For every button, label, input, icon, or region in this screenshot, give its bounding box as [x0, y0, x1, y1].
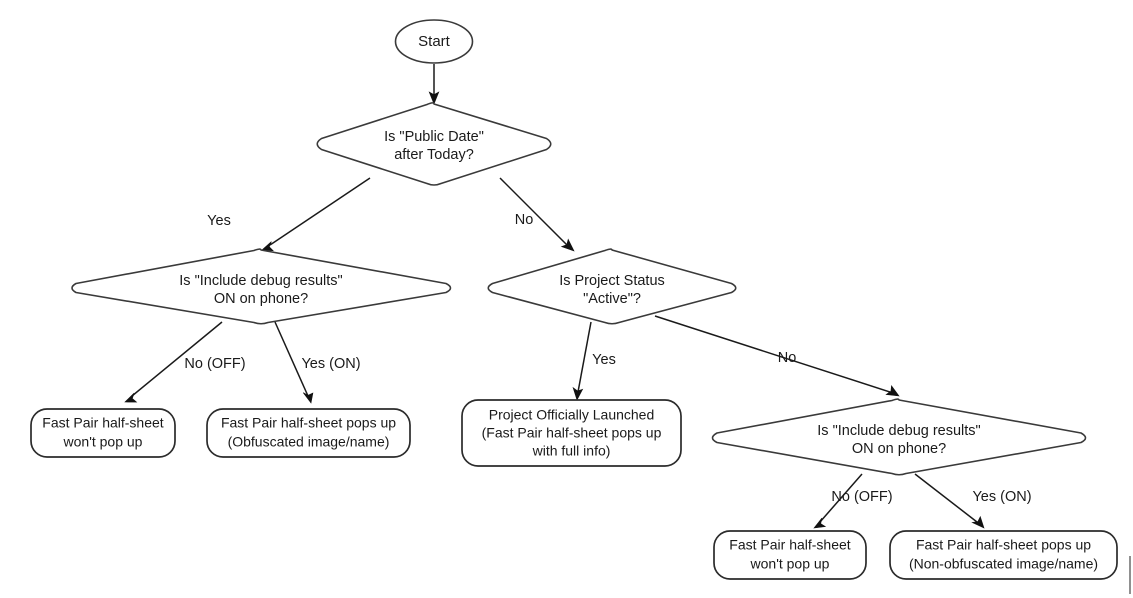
outcome-launched-line3: with full info)	[532, 443, 611, 459]
decision-debug-left-line2: ON on phone?	[214, 291, 308, 307]
edge-label-debug-right-yes: Yes (ON)	[972, 489, 1031, 505]
outcome-left-on-line2: (Obfuscated image/name)	[228, 434, 390, 450]
edge-label-project-status-yes: Yes	[592, 352, 616, 368]
edge-label-public-date-yes: Yes	[207, 213, 231, 229]
decision-public-date-line2: after Today?	[394, 147, 474, 163]
decision-project-status-line2: "Active"?	[583, 291, 641, 307]
node-outcome-launched[interactable]: Project Officially Launched (Fast Pair h…	[461, 399, 682, 467]
decision-project-status-line1: Is Project Status	[559, 273, 665, 289]
edge-label-debug-left-no: No (OFF)	[184, 356, 245, 372]
outcome-right-on-line2: (Non-obfuscated image/name)	[909, 556, 1098, 572]
decision-project-status-shape	[487, 248, 737, 325]
edge-label-debug-left-yes: Yes (ON)	[301, 356, 360, 372]
node-decision-project-status[interactable]: Is Project Status "Active"?	[487, 248, 737, 325]
edge-start-to-public-date	[428, 64, 440, 105]
outcome-launched-shape	[461, 399, 682, 467]
node-outcome-left-off[interactable]: Fast Pair half-sheet won't pop up	[30, 408, 176, 458]
node-outcome-right-on[interactable]: Fast Pair half-sheet pops up (Non-obfusc…	[889, 530, 1118, 580]
edge-public-date-no	[499, 177, 575, 252]
outcome-right-off-line2: won't pop up	[750, 556, 830, 572]
outcome-launched-line2: (Fast Pair half-sheet pops up	[482, 425, 662, 441]
outcome-right-off-shape	[713, 530, 867, 580]
node-start[interactable]: Start	[394, 19, 474, 64]
node-outcome-left-on[interactable]: Fast Pair half-sheet pops up (Obfuscated…	[206, 408, 411, 458]
start-ellipse	[394, 19, 474, 64]
edge-debug-right-no	[813, 473, 863, 529]
node-decision-debug-left[interactable]: Is "Include debug results" ON on phone?	[71, 248, 452, 325]
node-outcome-right-off[interactable]: Fast Pair half-sheet won't pop up	[713, 530, 867, 580]
decision-debug-right-shape	[711, 398, 1087, 476]
edge-debug-right-yes	[914, 473, 985, 529]
start-label: Start	[418, 33, 451, 50]
edge-label-debug-right-no: No (OFF)	[831, 489, 892, 505]
outcome-left-off-line2: won't pop up	[63, 434, 143, 450]
edge-debug-left-yes	[274, 321, 314, 404]
outcome-right-off-line1: Fast Pair half-sheet	[729, 537, 850, 553]
outcome-left-on-line1: Fast Pair half-sheet pops up	[221, 415, 396, 431]
edge-public-date-yes	[261, 177, 371, 252]
decision-debug-right-line1: Is "Include debug results"	[817, 423, 980, 439]
decision-debug-left-shape	[71, 248, 452, 325]
outcome-right-on-shape	[889, 530, 1118, 580]
edge-project-status-no	[654, 315, 900, 397]
outcome-left-off-shape	[30, 408, 176, 458]
decision-debug-right-line2: ON on phone?	[852, 441, 946, 457]
outcome-left-off-line1: Fast Pair half-sheet	[42, 415, 163, 431]
decision-public-date-shape	[316, 102, 552, 186]
decision-public-date-line1: Is "Public Date"	[384, 129, 484, 145]
node-decision-debug-right[interactable]: Is "Include debug results" ON on phone?	[711, 398, 1087, 476]
outcome-launched-line1: Project Officially Launched	[489, 407, 655, 423]
decision-debug-left-line1: Is "Include debug results"	[179, 273, 342, 289]
edge-label-project-status-no: No	[778, 350, 797, 366]
edge-project-status-yes	[572, 321, 592, 401]
edge-label-public-date-no: No	[515, 212, 534, 228]
edge-debug-left-no	[124, 321, 223, 403]
node-decision-public-date[interactable]: Is "Public Date" after Today?	[316, 102, 552, 186]
outcome-right-on-line1: Fast Pair half-sheet pops up	[916, 537, 1091, 553]
outcome-left-on-shape	[206, 408, 411, 458]
